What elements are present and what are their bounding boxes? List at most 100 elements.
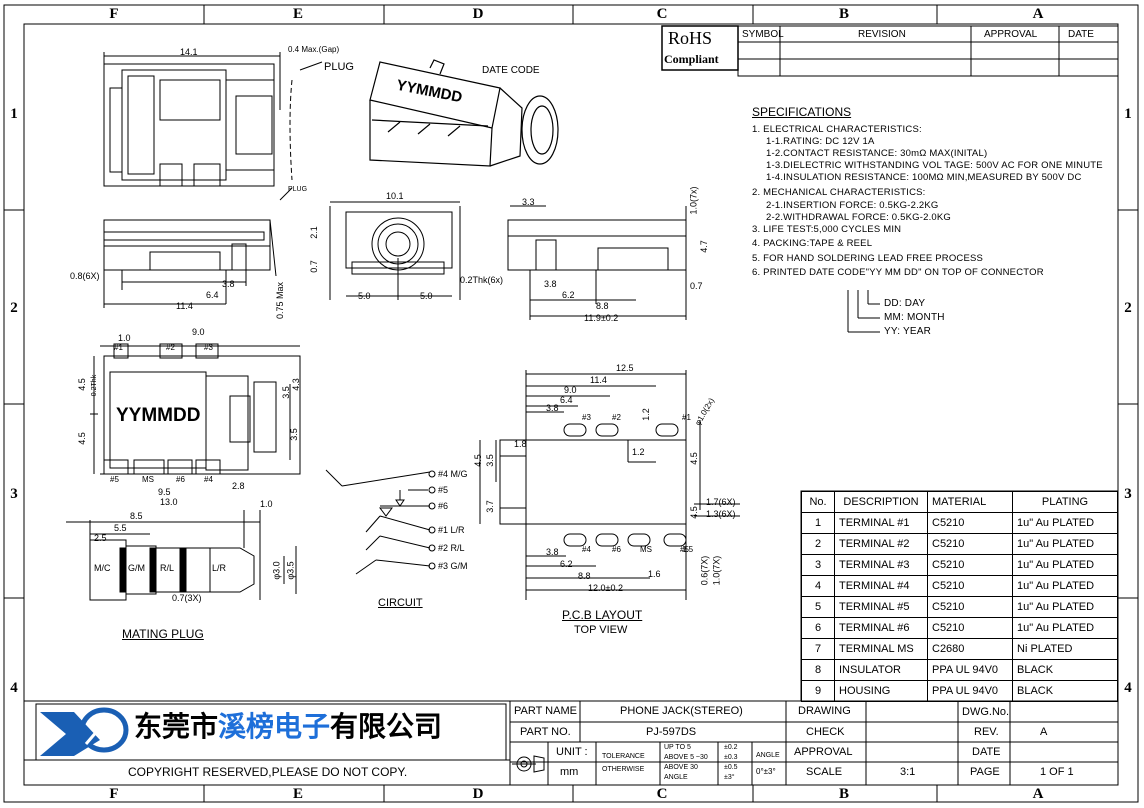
tol-value-1: ±0.2 xyxy=(724,744,738,751)
dim-phi-3-0: φ3.0 xyxy=(271,561,282,580)
dim-4-5-left-b: 4.5 xyxy=(76,432,87,445)
spec-line-10: 4. PACKING:TAPE & REEL xyxy=(752,238,873,249)
gap-label: 0.4 Max.(Gap) xyxy=(288,45,340,54)
copyright-notice: COPYRIGHT RESERVED,PLEASE DO NOT COPY. xyxy=(128,765,408,779)
revision-symbol-header: SYMBOL xyxy=(742,29,784,40)
plug-segment-gm: G/M xyxy=(128,563,145,573)
zone-col-C-bottom: C xyxy=(656,786,668,802)
zone-row-4-left: 4 xyxy=(10,680,18,696)
dim-1-0-plug: 1.0 xyxy=(260,499,273,509)
tol-up-to-5: UP TO 5 xyxy=(664,744,691,751)
pcb-dim-1-5: 1.5 xyxy=(682,545,694,554)
pcb-dim-1-8: 1.8 xyxy=(514,439,527,449)
circuit-label: CIRCUIT xyxy=(378,597,423,609)
circuit-pin-4: #4 M/G xyxy=(438,469,468,479)
bom-cell-material: C5210 xyxy=(927,512,1013,534)
dim-9-5: 9.5 xyxy=(158,487,171,497)
zone-col-E-bottom: E xyxy=(292,786,303,802)
zone-row-4-right: 4 xyxy=(1124,680,1132,696)
bom-cell-material: PPA UL 94V0 xyxy=(927,659,1013,681)
spec-line-11: 5. FOR HAND SOLDERING LEAD FREE PROCESS xyxy=(752,253,984,264)
dim-3-3: 3.3 xyxy=(522,197,535,207)
pcb-dim-11-4: 11.4 xyxy=(590,375,607,385)
zone-col-B-top: B xyxy=(838,6,849,22)
pcb-dim-1-2-a: 1.2 xyxy=(640,408,651,421)
pcb-pad-2: #2 xyxy=(612,413,621,422)
pcb-dim-3-8-b: 3.8 xyxy=(546,547,559,557)
part-no-label: PART NO. xyxy=(520,726,571,738)
pin-label-3: #3 xyxy=(204,343,213,352)
circuit-pin-6: #6 xyxy=(438,501,449,511)
bom-cell-description: TERMINAL #2 xyxy=(834,533,928,555)
pcb-dim-1-0-7x: 1.0(7X) xyxy=(711,555,722,586)
bom-cell-no: 8 xyxy=(801,659,835,681)
pcb-pad-6: #6 xyxy=(612,545,621,554)
unit-label: UNIT : xyxy=(556,746,588,758)
dim-9-0: 9.0 xyxy=(192,327,205,337)
part-no-value: PJ-597DS xyxy=(646,726,697,738)
bom-cell-description: INSULATOR xyxy=(834,659,928,681)
plug-segment-lr: L/R xyxy=(212,563,227,573)
page-label: PAGE xyxy=(970,766,1000,778)
plug-segment-mc: M/C xyxy=(94,563,111,573)
part-name-label: PART NAME xyxy=(514,705,577,717)
date-marking-top: YYMMDD xyxy=(116,405,201,426)
rohs-title: RoHS xyxy=(668,28,713,48)
dim-0-7-3x: 0.7(3X) xyxy=(172,593,202,603)
tol-above-30: ABOVE 30 xyxy=(664,764,698,771)
tol-value-4: ±3° xyxy=(724,774,735,781)
zone-row-2-right: 2 xyxy=(1124,300,1132,316)
dim-2-8: 2.8 xyxy=(232,481,245,491)
pcb-dim-1-2-b: 1.2 xyxy=(632,447,645,457)
pcb-dim-12-0: 12.0±0.2 xyxy=(588,583,623,593)
pcb-dim-4-5-c: 4.5 xyxy=(688,506,699,519)
bom-cell-material: C5210 xyxy=(927,596,1013,618)
pcb-dim-0-6-7x: 0.6(7X) xyxy=(699,555,710,586)
bom-cell-no: 3 xyxy=(801,554,835,576)
revision-approval-header: APPROVAL xyxy=(984,29,1038,40)
date-code-dd: DD: DAY xyxy=(884,298,926,309)
pcb-dim-6-2: 6.2 xyxy=(560,559,573,569)
approval-label: APPROVAL xyxy=(794,746,853,758)
pcb-dim-3-7: 3.7 xyxy=(484,500,495,513)
dim-1-0-7x: 1.0(7x) xyxy=(688,186,699,215)
rohs-subtitle: Compliant xyxy=(664,52,719,66)
bom-cell-no: 6 xyxy=(801,617,835,639)
angle-label: ANGLE xyxy=(756,752,780,759)
dim-1-0-top: 1.0 xyxy=(118,333,131,343)
pin-label-5: #5 xyxy=(110,475,119,484)
dim-0-2-thk-b: 0.2Thk xyxy=(91,374,99,397)
dim-5-5: 5.5 xyxy=(114,523,127,533)
bom-header-plating: PLATING xyxy=(1012,491,1118,513)
page-value: 1 OF 1 xyxy=(1040,766,1074,778)
dim-0-75-max: 0.75 Max xyxy=(275,281,286,320)
bom-cell-description: TERMINAL #3 xyxy=(834,554,928,576)
company-suffix: 有限公司 xyxy=(330,711,443,742)
rev-value: A xyxy=(1040,726,1048,738)
pin-label-2: #2 xyxy=(166,343,175,352)
dim-6-4: 6.4 xyxy=(206,290,219,300)
dim-3-5-right-b: 3.5 xyxy=(288,428,299,441)
dim-4-3: 4.3 xyxy=(290,378,301,391)
dim-11-4: 11.4 xyxy=(176,301,193,311)
bom-cell-no: 1 xyxy=(801,512,835,534)
top-view-label: TOP VIEW xyxy=(574,624,628,636)
pcb-pad-ms: MS xyxy=(640,545,652,554)
check-label: CHECK xyxy=(806,726,845,738)
dim-0-8-6x: 0.8(6X) xyxy=(70,271,100,281)
pcb-pad-1: #1 xyxy=(682,413,691,422)
bom-cell-material: C2680 xyxy=(927,638,1013,660)
bom-cell-material: C5210 xyxy=(927,575,1013,597)
bom-cell-plating: BLACK xyxy=(1012,659,1118,681)
tol-angle: ANGLE xyxy=(664,774,688,781)
spec-line-12: 6. PRINTED DATE CODE"YY MM DD" ON TOP OF… xyxy=(752,267,1044,278)
part-name-value: PHONE JACK(STEREO) xyxy=(620,705,743,717)
